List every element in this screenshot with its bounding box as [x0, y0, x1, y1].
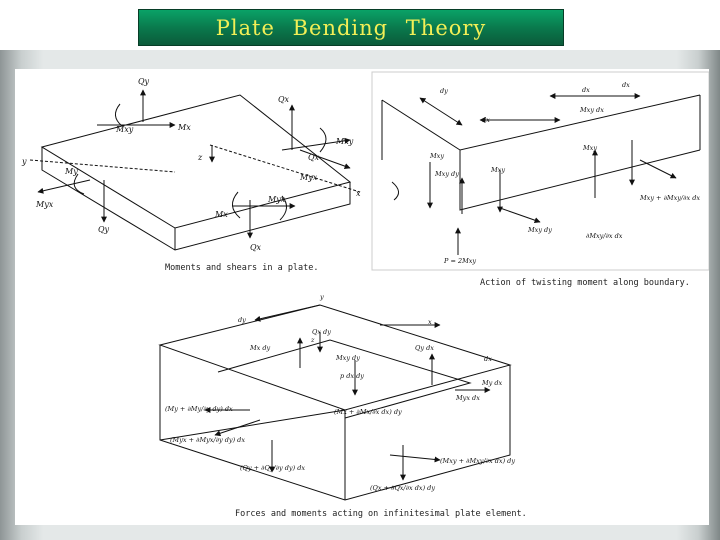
page-title: Plate Bending Theory [215, 15, 487, 40]
fig3-label-pdxdy: p dx dy [340, 372, 364, 380]
fig1-label-qx-bottom: Qx [308, 153, 320, 162]
fig1-label-myx3: Myx [299, 173, 318, 182]
fig1-label-myx2: Myx [267, 195, 286, 204]
infinitesimal-element-figure [158, 304, 512, 501]
fig1-label-qy-bottom: Qy [98, 225, 110, 234]
boundary-edge [381, 94, 701, 211]
fig3-label-myx-term: (Myx + ∂Myx/∂y dy) dx [170, 436, 245, 444]
fig2-label-dx1: dx [582, 86, 590, 94]
figure2-frame [371, 71, 710, 271]
myx-bottom-moment-2 [279, 195, 287, 221]
moment-vector-2 [639, 159, 677, 179]
my-left-arrow [37, 179, 91, 194]
fig1-label-x: x [356, 189, 361, 198]
fig2-label-mxy: Mxy [429, 152, 444, 160]
fig3-label-mxy-term: (Mxy + ∂Mxy/∂x dx) dy [440, 457, 515, 465]
fig2-label-p: P = 2Mxy [443, 257, 476, 265]
fig1-label-qx: Qx [278, 95, 290, 104]
fig3-caption: Forces and moments acting on infinitesim… [235, 509, 527, 519]
fig3-label-dy: dy [238, 316, 246, 324]
twist-moment-curve [391, 181, 399, 201]
mxy-top-moment [115, 103, 123, 127]
fig2-label-mxy-dx: Mxy dx [579, 106, 604, 114]
twisting-moment-figure [371, 71, 710, 271]
fig2-label-mxy-dyx: Mxy dy [527, 226, 552, 234]
mxy-bottom-arrow-3 [389, 454, 441, 463]
fig1-label-mx2: Mx [214, 210, 228, 219]
myx-left-arrow-3 [214, 419, 261, 437]
title-bar: Plate Bending Theory [138, 9, 564, 46]
fig3-label-qydx: Qy dx [415, 344, 434, 352]
fig1-label-mx: Mx [177, 123, 191, 132]
fig1-label-mxy: Mxy [115, 125, 134, 134]
qx-right-arrow [299, 149, 351, 169]
fig2-label-mxy-dy: Mxy dy [434, 170, 459, 178]
fig1-caption: Moments and shears in a plate. [165, 263, 319, 273]
fig3-label-z: z [310, 336, 315, 344]
fig2-caption: Action of twisting moment along boundary… [480, 278, 690, 288]
element-block [158, 304, 512, 501]
fig3-label-qx-term: (Qx + ∂Qx/∂x dx) dy [370, 484, 435, 492]
fig3-label-mx-term: (Mx + ∂Mx/∂x dx) dy [334, 408, 402, 416]
fig1-label-z: z [197, 153, 203, 162]
fig2-label-dy: dy [440, 87, 448, 95]
myx-left-moment [73, 173, 85, 195]
fig2-label-mxy3: Mxy [582, 144, 597, 152]
plate-moments-figure [29, 89, 361, 251]
fig3-label-mxdy: Mx dy [249, 344, 271, 352]
fig1-label-qy: Qy [138, 77, 150, 86]
fig3-label-qy-term: (Qy + ∂Qy/∂y dy) dx [240, 464, 305, 472]
fig3-label-qxdy: Qx dy [312, 328, 331, 336]
fig3-label-dx: dx [484, 355, 492, 363]
x-axis-line [209, 144, 361, 193]
fig3-label-mxydy: Mxy dy [335, 354, 360, 362]
element-top-face [217, 339, 472, 419]
mx-right-arrow [281, 137, 351, 151]
fig1-label-myx: Myx [35, 200, 54, 209]
fig3-label-myxdx: Myx dx [455, 394, 480, 402]
fig2-label-m-bottom: ∂Mxy/∂x dx [586, 232, 623, 240]
fig1-label-y: y [21, 157, 27, 166]
fig3-label-y: y [319, 293, 324, 301]
fig3-label-x: x [428, 318, 432, 326]
dy-dimension [419, 97, 463, 126]
figure-sheet: Qy Qx Mxy Mx Mxy y z My Myx Qx Mx Qy x M… [15, 69, 710, 525]
fig2-label-dx2: dx [622, 81, 630, 89]
y-axis-line [29, 159, 176, 173]
myx-bottom-moment [232, 191, 241, 219]
fig1-label-qx-bottom-2: Qx [250, 243, 262, 252]
mxy-right-moment [319, 127, 327, 153]
fig1-label-mxy2: Mxy [335, 137, 354, 146]
fig2-label-m-right: Mxy + ∂Mxy/∂x dx [639, 194, 700, 202]
y-axis-line-3 [254, 304, 321, 322]
fig1-label-my: My [64, 167, 78, 176]
moment-vector-1 [499, 207, 541, 224]
fig3-label-my-term: (My + ∂My/∂y dy) dx [165, 405, 233, 413]
fig2-label-mxy2: Mxy [490, 166, 505, 174]
fig3-label-mydx: My dx [481, 379, 503, 387]
fig2-label-dx3: dx [482, 116, 490, 124]
plate-block [40, 94, 352, 251]
